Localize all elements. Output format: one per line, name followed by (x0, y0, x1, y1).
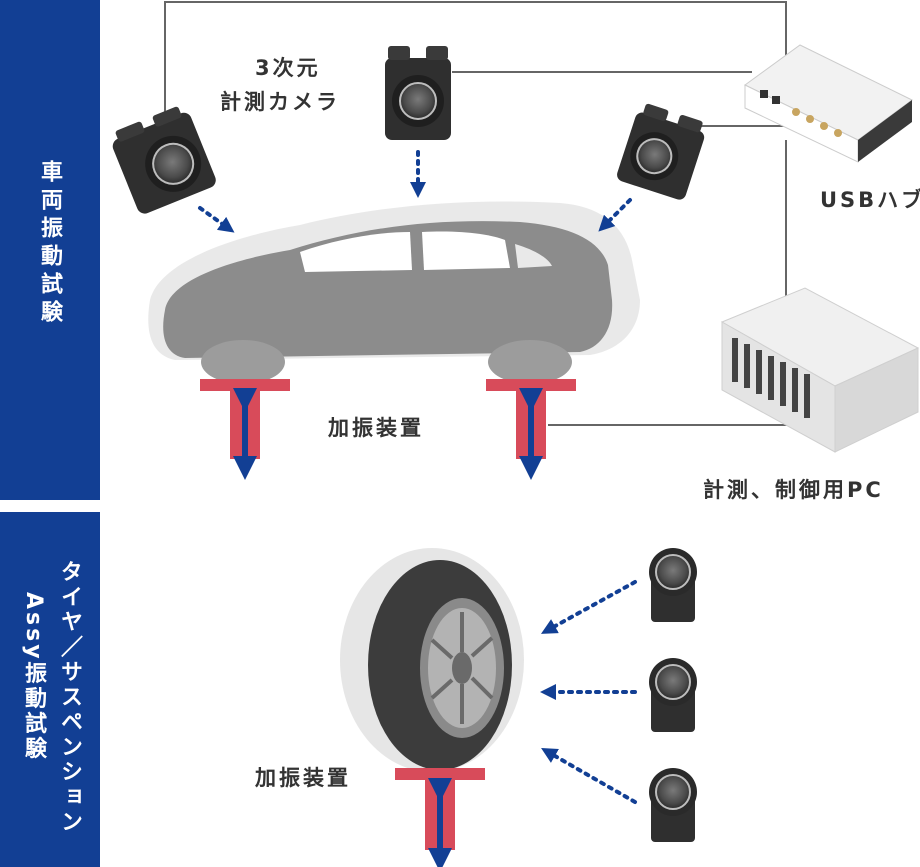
usb-hub-label: USBハブ (820, 188, 920, 212)
camera-bottom-2-icon (649, 658, 697, 732)
vehicle-section-band (0, 0, 100, 500)
camera-label-line2: 計測カメラ (220, 90, 340, 114)
tire-section-title-line1: タイヤ／サスペンション (57, 560, 82, 835)
exciter-top-label: 加振装置 (328, 416, 424, 440)
camera-left-icon (112, 106, 216, 214)
camera-right-icon (617, 103, 705, 200)
exciter-front (200, 379, 290, 480)
pc-label: 計測、制御用PC (703, 478, 884, 502)
tire-section-title-line2: Assy振動試験 (21, 592, 46, 762)
camera-bottom-3-icon (649, 768, 697, 842)
camera-sight-arrows-bottom (540, 580, 637, 804)
vehicle-section-title: 車両振動試験 (37, 160, 62, 328)
camera-sight-arrows-top (198, 150, 632, 233)
exciter-bottom-label: 加振装置 (255, 766, 351, 790)
pc-icon (720, 287, 920, 453)
camera-center-icon (385, 46, 451, 140)
usb-hub-icon (744, 44, 913, 163)
tire-section-band (0, 512, 100, 867)
camera-label-line1: 3次元 (255, 56, 321, 80)
tire-icon (368, 560, 512, 770)
exciter-rear (486, 379, 576, 480)
car-body (163, 221, 613, 384)
camera-bottom-1-icon (649, 548, 697, 622)
exciter-tire (395, 768, 485, 867)
